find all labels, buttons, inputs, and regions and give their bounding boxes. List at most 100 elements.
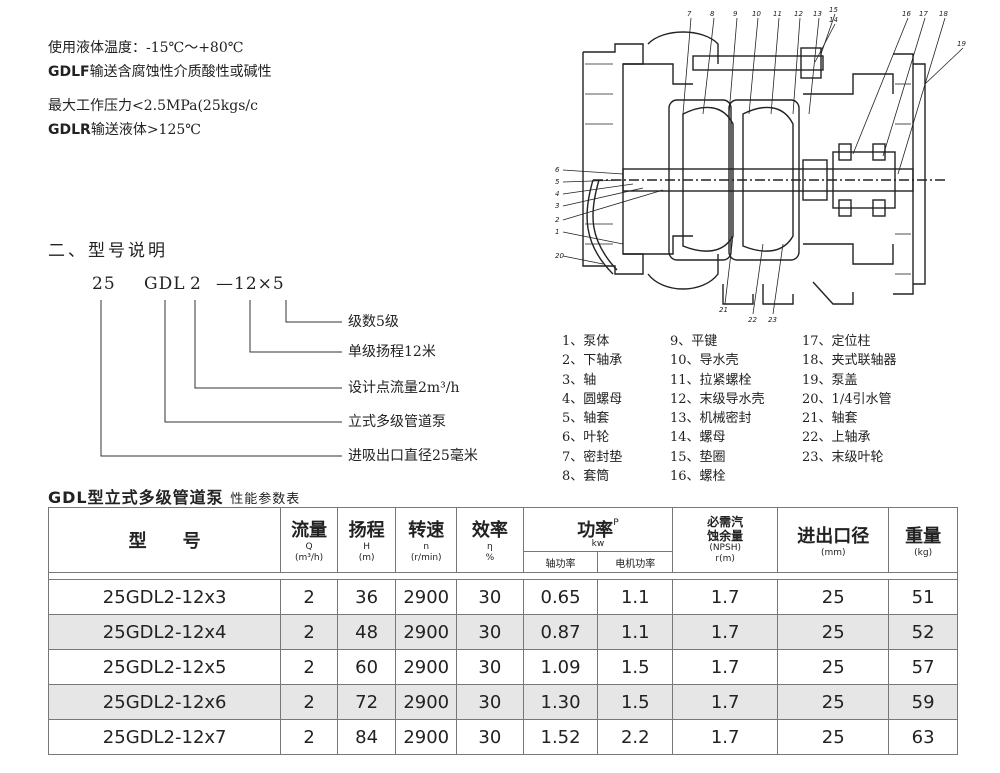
- table-cell: 25: [777, 719, 890, 755]
- legend-col-2: 9、平键 10、导水壳 11、拉紧螺栓 12、末级导水壳 13、机械密封 14、…: [670, 332, 765, 486]
- table-cell: 51: [888, 579, 958, 615]
- table-cell: 2900: [395, 579, 458, 615]
- callout-4: 4: [555, 190, 559, 198]
- table-cell: 25: [777, 579, 890, 615]
- legend-item: 2、下轴承: [562, 353, 623, 369]
- table-title: GDL型立式多级管道泵 性能参数表: [48, 484, 300, 508]
- legend-item: 21、轴套: [802, 411, 858, 427]
- legend-item: 7、密封垫: [562, 449, 623, 465]
- label-pump-type: 立式多级管道泵: [348, 414, 446, 430]
- table-cell: 2: [280, 614, 338, 650]
- callout-18: 18: [939, 10, 948, 18]
- intro-block: 使用液体温度：-15℃～+80℃ GDLF输送含腐蚀性介质酸性或碱性 最大工作压…: [48, 36, 272, 142]
- label-inlet-diameter: 进吸出口直径25毫米: [348, 448, 478, 464]
- table-cell: 57: [888, 649, 958, 685]
- callout-22: 22: [748, 316, 757, 324]
- table-cell: 30: [456, 614, 524, 650]
- table-cell: 36: [336, 579, 397, 615]
- table-cell: 30: [456, 719, 524, 755]
- header-diameter: 进出口径(mm): [777, 507, 890, 573]
- table-cell: 2: [280, 719, 338, 755]
- model-part-head-stages: —12×5: [216, 274, 285, 294]
- legend-item: 16、螺栓: [670, 469, 726, 485]
- section-title: 二、型号说明: [48, 241, 168, 261]
- table-cell: 59: [888, 684, 958, 720]
- callout-19: 19: [957, 40, 966, 48]
- callout-3: 3: [555, 202, 559, 210]
- table-cell: 25: [777, 614, 890, 650]
- legend-item: 20、1/4引水管: [802, 391, 892, 407]
- model-part-type: GDL: [144, 274, 186, 294]
- legend-item: 19、泵盖: [802, 372, 858, 388]
- label-single-stage-head: 单级扬程12米: [348, 344, 436, 360]
- model-part-flow: 2: [190, 274, 202, 294]
- legend-item: 13、机械密封: [670, 411, 752, 427]
- legend-item: 5、轴套: [562, 411, 610, 427]
- header-model: 型 号: [47, 507, 282, 573]
- callout-5: 5: [555, 178, 560, 186]
- callout-10: 10: [752, 10, 761, 18]
- table-cell: 84: [336, 719, 397, 755]
- table-cell: 1.1: [597, 614, 674, 650]
- header-shaft-power: 轴功率: [545, 558, 576, 570]
- table-title-main: GDL型立式多级管道泵: [48, 488, 224, 507]
- legend-item: 11、拉紧螺栓: [670, 372, 752, 388]
- callout-16: 16: [902, 10, 911, 18]
- header-npsh: 必需汽 蚀余量 (NPSH) r(m): [672, 507, 779, 573]
- legend-item: 3、轴: [562, 372, 597, 388]
- legend-item: 9、平键: [670, 334, 718, 349]
- table-cell: 25GDL2-12x7: [47, 719, 282, 755]
- table-cell: 2: [280, 684, 338, 720]
- table-cell: 25: [777, 649, 890, 685]
- callout-6: 6: [555, 166, 560, 174]
- table-cell: 0.87: [522, 614, 599, 650]
- table-cell: 1.09: [522, 649, 599, 685]
- callout-15: 15: [829, 6, 838, 14]
- legend-item: 22、上轴承: [802, 430, 871, 446]
- header-motor-power: 电机功率: [597, 552, 672, 572]
- table-cell: 2900: [395, 614, 458, 650]
- table-cell: 2: [280, 579, 338, 615]
- legend-item: 10、导水壳: [670, 353, 739, 369]
- table-cell: 1.7: [672, 614, 779, 650]
- pump-cross-section-drawing: 7 8 9 10 11 12 13 15 14 16 17 18 19 6 5 …: [555, 6, 966, 324]
- gdlf-code: GDLF: [48, 64, 90, 80]
- table-cell: 2: [280, 649, 338, 685]
- legend-item: 6、叶轮: [562, 430, 610, 446]
- table-cell: 2900: [395, 684, 458, 720]
- table-cell: 25GDL2-12x6: [47, 684, 282, 720]
- label-design-flow: 设计点流量2m³/h: [348, 380, 460, 396]
- table-cell: 25GDL2-12x5: [47, 649, 282, 685]
- gdlr-desc: 输送液体>125℃: [90, 122, 201, 138]
- table-cell: 30: [456, 649, 524, 685]
- table-cell: 1.5: [597, 649, 674, 685]
- power-unit: kw: [591, 539, 605, 549]
- legend-col-1: 1、泵体 2、下轴承 3、轴 4、圆螺母 5、轴套 6、叶轮 7、密封垫 8、套…: [562, 332, 622, 486]
- callout-14: 14: [829, 16, 838, 24]
- table-cell: 1.1: [597, 579, 674, 615]
- callout-2: 2: [555, 216, 560, 224]
- power-sup: P: [613, 518, 619, 528]
- temperature-line: 使用液体温度：-15℃～+80℃: [48, 40, 244, 56]
- gdlf-desc: 输送含腐蚀性介质酸性或碱性: [89, 64, 272, 80]
- table-cell: 0.65: [522, 579, 599, 615]
- table-title-sub: 性能参数表: [230, 492, 301, 507]
- header-weight: 重量(kg): [888, 507, 958, 573]
- table-cell: 1.7: [672, 579, 779, 615]
- legend-item: 1、泵体: [562, 334, 610, 349]
- table-cell: 63: [888, 719, 958, 755]
- legend-col-3: 17、定位柱 18、夹式联轴器 19、泵盖 20、1/4引水管 21、轴套 22…: [802, 332, 897, 467]
- pressure-line: 最大工作压力<2.5MPa(25kgs/c: [48, 98, 258, 114]
- table-cell: 30: [456, 684, 524, 720]
